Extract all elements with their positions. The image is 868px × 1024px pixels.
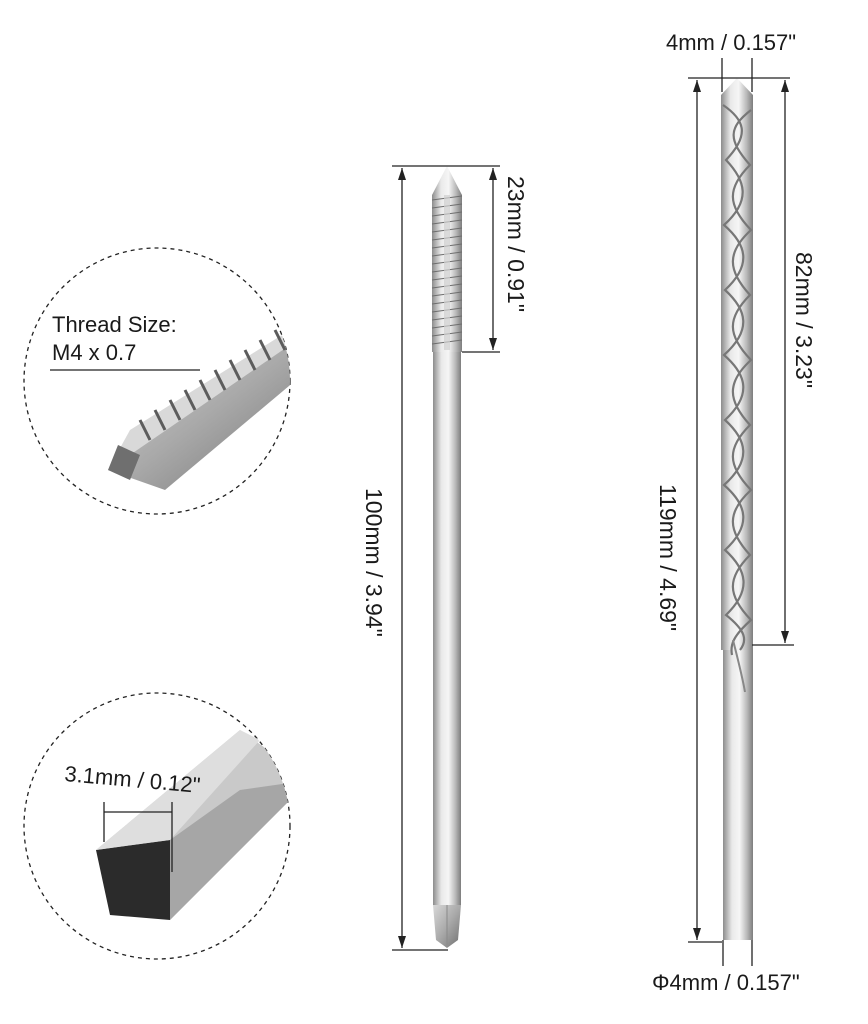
- tap-thread-length-label: 23mm / 0.91": [503, 176, 529, 312]
- thread-detail-callout: [23, 247, 291, 515]
- drill-tip-width-dimension: [688, 58, 790, 92]
- drill-total-length-label: 119mm / 4.69": [655, 484, 681, 631]
- drill-tip-width-label: 4mm / 0.157": [666, 30, 796, 55]
- thread-size-label-line1: Thread Size:: [52, 312, 177, 337]
- tap-total-length-dimension: [392, 165, 448, 951]
- drill-flute-length-label: 82mm / 3.23": [791, 252, 817, 388]
- drill-shank-diameter-dimension: [722, 940, 753, 966]
- drill-bit: [721, 78, 753, 940]
- square-end-detail-callout: [23, 692, 291, 960]
- drill-shank-diameter-label: Φ4mm / 0.157": [652, 970, 800, 995]
- tap-tool: [431, 166, 463, 948]
- drill-total-length-dimension: [688, 80, 722, 943]
- tap-thread-length-dimension: [448, 165, 500, 353]
- thread-size-label-line2: M4 x 0.7: [52, 340, 136, 365]
- drill-flute-length-dimension: [752, 80, 794, 646]
- tap-total-length-label: 100mm / 3.94": [361, 488, 387, 637]
